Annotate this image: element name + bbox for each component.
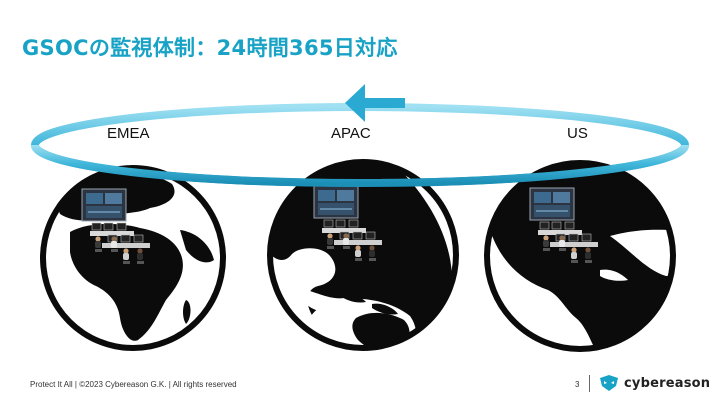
globe-emea bbox=[40, 165, 226, 351]
cybereason-logo-icon bbox=[600, 375, 618, 391]
region-label-apac: APAC bbox=[331, 125, 371, 142]
slide-title: GSOCの監視体制：24時間365日対応 bbox=[22, 36, 398, 60]
page-number: 3 bbox=[575, 380, 580, 389]
region-label-us: US bbox=[567, 125, 588, 142]
footer-divider bbox=[589, 375, 590, 392]
region-label-emea: EMEA bbox=[107, 125, 150, 142]
brand-logo: cybereason bbox=[598, 374, 710, 392]
globe-apac bbox=[267, 159, 459, 351]
globe-us bbox=[484, 160, 676, 352]
orbit-ring-front bbox=[31, 143, 689, 188]
brand-name: cybereason bbox=[624, 375, 711, 391]
footer-copyright: Protect It All | ©2023 Cybereason G.K. |… bbox=[30, 380, 237, 389]
orbit-arrow-icon bbox=[345, 84, 365, 122]
